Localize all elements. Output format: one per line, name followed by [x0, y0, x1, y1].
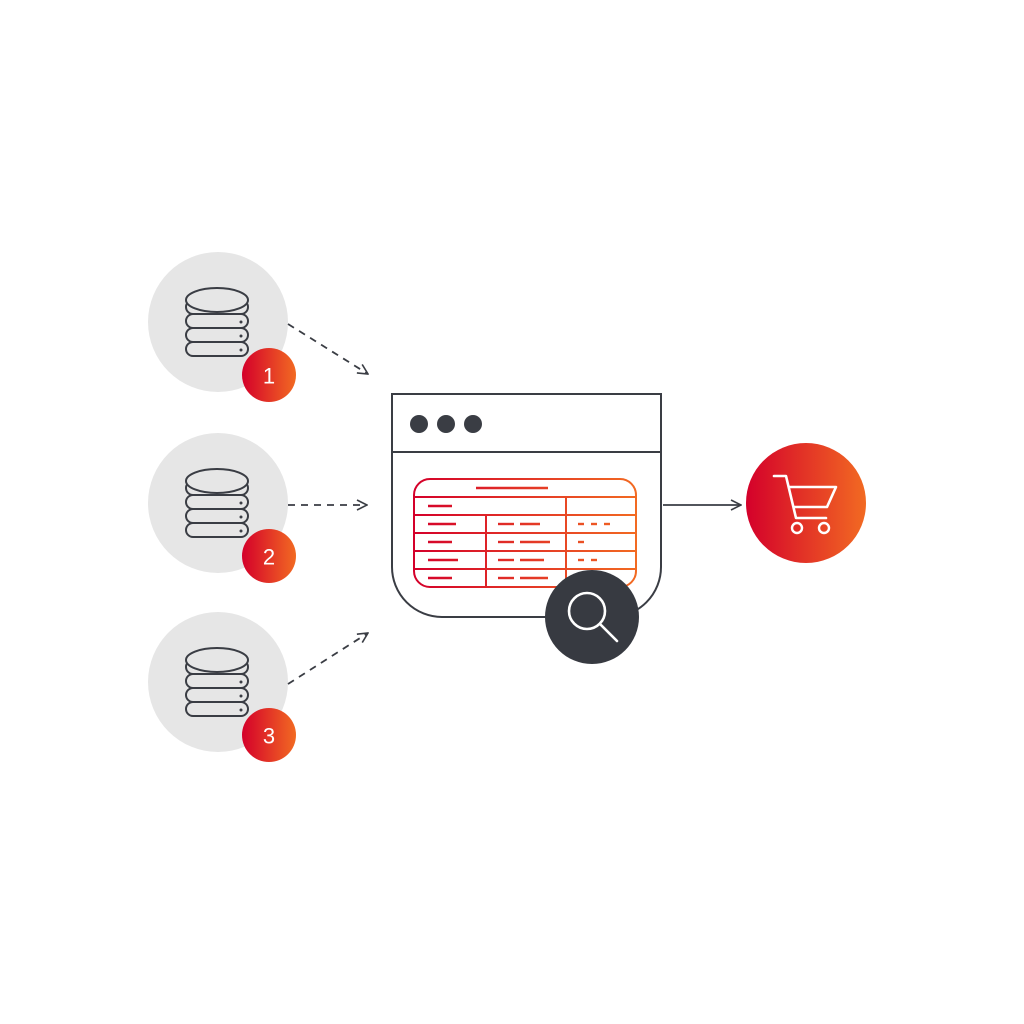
database-icon: [185, 287, 249, 357]
badge-label: 1: [263, 364, 275, 389]
shopping-cart-icon: [746, 443, 866, 563]
data-source-3: 3: [148, 612, 296, 762]
data-source-1: 1: [148, 252, 296, 402]
step-badge-2: 2: [242, 529, 296, 583]
step-badge-3: 3: [242, 708, 296, 762]
badge-label: 3: [263, 724, 275, 749]
database-icon: [185, 647, 249, 717]
database-icon: [185, 468, 249, 538]
dashed-arrow-3: [287, 633, 368, 685]
data-table-icon: [413, 478, 637, 588]
dashed-arrow-1: [287, 323, 368, 374]
source-connectors: [287, 323, 368, 685]
browser-window-icon: [391, 393, 662, 618]
window-dot-1: [410, 415, 428, 433]
window-dot-3: [464, 415, 482, 433]
badge-label: 2: [263, 545, 275, 570]
search-icon: [545, 570, 639, 664]
data-source-2: 2: [148, 433, 296, 583]
step-badge-1: 1: [242, 348, 296, 402]
window-dot-2: [437, 415, 455, 433]
